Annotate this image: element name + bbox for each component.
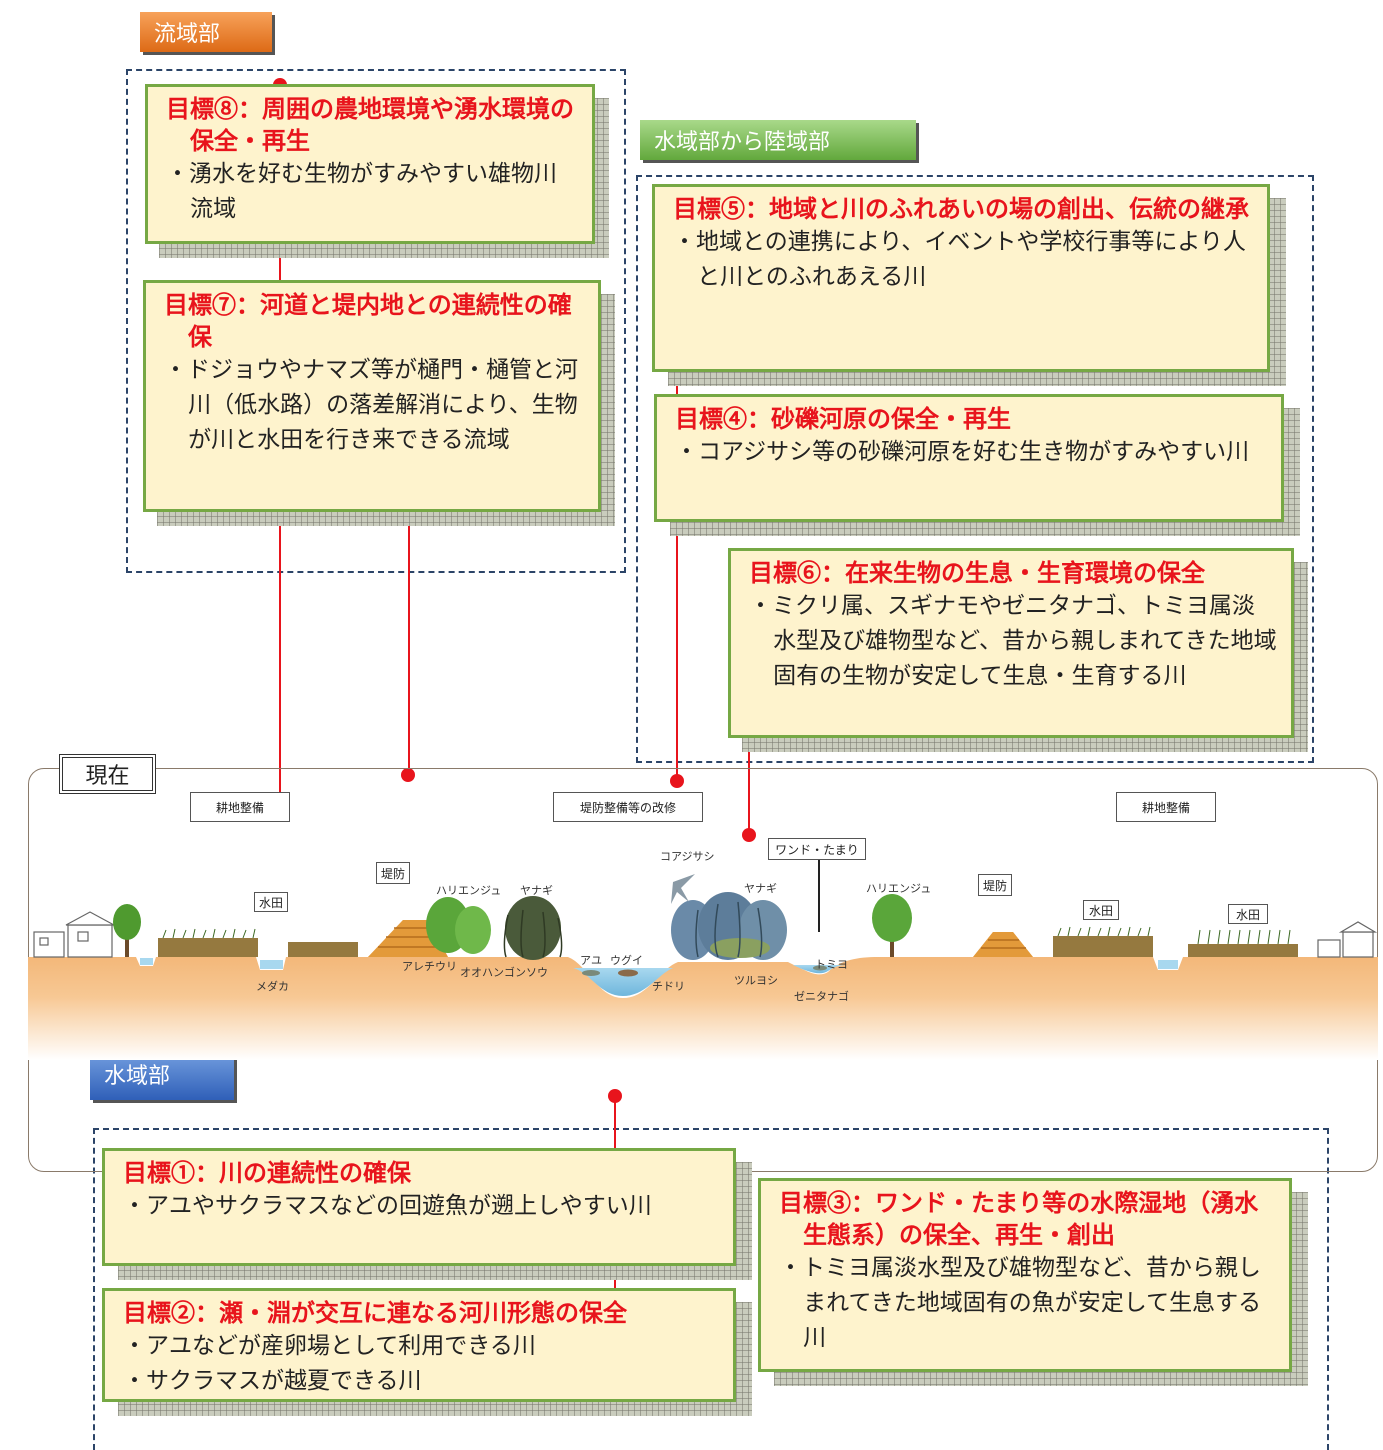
goal-4-item: ・コアジサシ等の砂礫河原を好む生き物がすみやすい川	[675, 439, 1250, 465]
goal-5-item: ・地域との連携により、イベントや学校行事等により人と川とのふれあえる川	[673, 229, 1246, 290]
connector-dot	[608, 1089, 622, 1103]
label-oohangonsou: オオハンゴンソウ	[460, 966, 548, 979]
sign-levee-improve: 堤防整備等の改修	[553, 792, 703, 822]
label-aretefuri: アレチウリ	[402, 960, 457, 973]
goal-1-item: ・アユやサクラマスなどの回遊魚が遡上しやすい川	[123, 1193, 652, 1219]
label-ayu: アユ	[580, 954, 602, 967]
label-tsuruyoshi: ツルヨシ	[734, 974, 778, 987]
house-right-icon	[1317, 921, 1378, 958]
goal-4-title: 目標④：砂礫河原の保全・再生	[675, 404, 1011, 433]
goal-5-title: 目標⑤：地域と川のふれあいの場の創出、伝統の継承	[673, 194, 1249, 223]
goal-7-title: 目標⑦：河道と堤内地との連続性の確保	[164, 290, 572, 351]
sign-farm-right: 耕地整備	[1116, 792, 1216, 822]
sign-paddy-3: 水田	[1228, 904, 1268, 924]
fish-icon	[813, 965, 827, 971]
sign-levee-left: 堤防	[376, 862, 410, 884]
goal-2-title: 目標②：瀬・淵が交互に連なる河川形態の保全	[123, 1298, 627, 1327]
goal-3-title: 目標③：ワンド・たまり等の水際湿地（湧水生態系）の保全、再生・創出	[779, 1188, 1259, 1249]
goal-8: 目標⑧：周囲の農地環境や湧水環境の保全・再生 ・湧水を好む生物がすみやすい雄物川…	[145, 84, 595, 244]
tree-cluster-left	[426, 896, 563, 960]
tab-basin: 流域部	[140, 12, 272, 52]
water-group-frame	[93, 1128, 1329, 1450]
label-chidori: チドリ	[652, 980, 685, 993]
tree-right	[872, 894, 912, 957]
fish-icon	[618, 969, 638, 977]
connector-dot	[401, 768, 415, 782]
goal-2: 目標②：瀬・淵が交互に連なる河川形態の保全 ・アユなどが産卵場として利用できる川…	[102, 1288, 736, 1402]
goal-7: 目標⑦：河道と堤内地との連続性の確保 ・ドジョウやナマズ等が樋門・樋管と河川（低…	[143, 280, 601, 512]
label-harienju-2: ハリエンジュ	[866, 882, 932, 895]
tree-icon	[113, 904, 141, 957]
goal-4: 目標④：砂礫河原の保全・再生 ・コアジサシ等の砂礫河原を好む生き物がすみやすい川	[654, 394, 1284, 522]
sign-paddy-1: 水田	[254, 892, 288, 912]
label-zenitanago: ゼニタナゴ	[794, 990, 849, 1003]
goal-2-item: ・サクラマスが越夏できる川	[123, 1368, 422, 1394]
label-medaka: メダカ	[256, 980, 289, 993]
reed-patch	[158, 936, 1298, 957]
label-tomiyo: トミヨ	[815, 958, 848, 971]
goal-1: 目標①：川の連続性の確保 ・アユやサクラマスなどの回遊魚が遡上しやすい川	[102, 1148, 736, 1266]
sign-farm-left: 耕地整備	[190, 792, 290, 822]
connector-g7-right	[408, 505, 410, 775]
basin-group-frame	[126, 69, 626, 573]
goal-2-item: ・アユなどが産卵場として利用できる川	[123, 1333, 536, 1359]
goal-8-item: ・湧水を好む生物がすみやすい雄物川流域	[166, 161, 557, 222]
house-left-icon	[33, 911, 115, 958]
sign-wando: ワンド・たまり	[768, 838, 866, 860]
goal-7-item: ・ドジョウやナマズ等が樋門・樋管と河川（低水路）の落差解消により、生物が川と水田…	[164, 357, 578, 453]
present-label: 現在	[59, 754, 156, 794]
goal-6: 目標⑥：在来生物の生息・生育環境の保全 ・ミクリ属、スギナモやゼニタナゴ、トミヨ…	[728, 548, 1294, 738]
water-land-group-frame	[636, 175, 1314, 763]
goal-3: 目標③：ワンド・たまり等の水際湿地（湧水生態系）の保全、再生・創出 ・トミヨ属淡…	[758, 1178, 1292, 1372]
tree-cluster-center	[671, 892, 787, 960]
connector-dot	[670, 774, 684, 788]
goal-5: 目標⑤：地域と川のふれあいの場の創出、伝統の継承 ・地域との連携により、イベント…	[652, 184, 1270, 372]
connector-dot	[742, 828, 756, 842]
bird-icon	[671, 874, 695, 904]
label-yanagi-1: ヤナギ	[520, 884, 553, 897]
connector-g6	[748, 735, 750, 835]
fish-icon	[582, 970, 600, 976]
levee-right	[973, 932, 1033, 957]
tab-water-to-land: 水域部から陸域部	[640, 120, 916, 160]
label-harienju-1: ハリエンジュ	[436, 884, 502, 897]
goal-6-title: 目標⑥：在来生物の生息・生育環境の保全	[749, 558, 1205, 587]
sign-paddy-2: 水田	[1083, 900, 1119, 920]
label-yanagi-2: ヤナギ	[744, 882, 777, 895]
connector-g4	[676, 372, 678, 782]
goal-3-item: ・トミヨ属淡水型及び雄物型など、昔から親しまれてきた地域固有の魚が安定して生息す…	[779, 1255, 1262, 1351]
goal-8-title: 目標⑧：周囲の農地環境や湧水環境の保全・再生	[166, 94, 574, 155]
river-cross-section-illustration	[28, 860, 1378, 1060]
goal-6-item: ・ミクリ属、スギナモやゼニタナゴ、トミヨ属淡水型及び雄物型など、昔から親しまれて…	[749, 593, 1277, 689]
label-koajisashi: コアジサシ	[660, 850, 715, 863]
goal-1-title: 目標①：川の連続性の確保	[123, 1158, 411, 1187]
label-ugui: ウグイ	[610, 954, 643, 967]
sign-levee-right: 堤防	[978, 874, 1012, 896]
reed-texture	[162, 926, 1291, 945]
